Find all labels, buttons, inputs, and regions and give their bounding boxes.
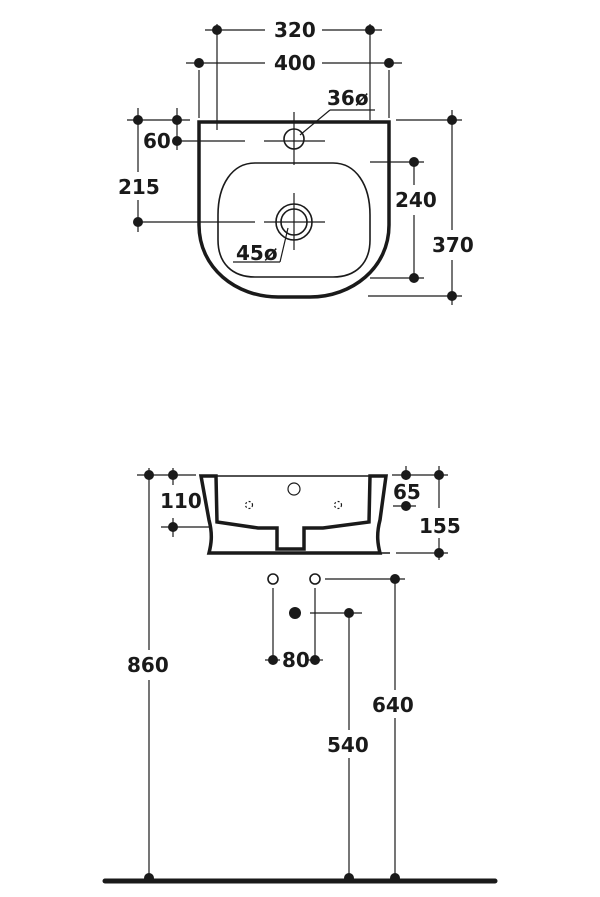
dim-110: 110 <box>160 489 202 513</box>
bowl-outline <box>217 162 371 278</box>
tap-hole-side <box>287 482 301 496</box>
dim-540: 540 <box>327 733 369 757</box>
dimension-dots <box>133 25 457 301</box>
supply-pipe-right <box>309 573 321 585</box>
waste-outlet <box>289 607 301 619</box>
dim-640: 640 <box>372 693 414 717</box>
dim-155: 155 <box>419 514 461 538</box>
supply-pipe-left <box>267 573 279 585</box>
dim-215: 215 <box>118 175 160 199</box>
dim-240: 240 <box>395 188 437 212</box>
dim-45-diameter: 45ø <box>236 241 278 265</box>
overflow-right <box>333 500 343 510</box>
dim-65: 65 <box>393 480 421 504</box>
dim-80: 80 <box>282 648 310 672</box>
dim-400: 400 <box>274 51 316 75</box>
dim-60: 60 <box>143 129 171 153</box>
dim-860: 860 <box>127 653 169 677</box>
side-view: 110 65 155 860 80 640 540 <box>102 466 498 884</box>
top-view: 320 400 36ø 60 215 240 370 45ø <box>118 18 474 305</box>
center-lines <box>198 24 390 250</box>
dim-36-diameter: 36ø <box>327 86 369 110</box>
overflow-left <box>244 500 254 510</box>
basin-outline-side <box>198 474 389 555</box>
dim-370: 370 <box>432 233 474 257</box>
basin-outline-top <box>197 120 391 299</box>
side-dimension-dots <box>144 470 444 883</box>
dim-320: 320 <box>274 18 316 42</box>
side-dimension-lines <box>137 466 448 880</box>
